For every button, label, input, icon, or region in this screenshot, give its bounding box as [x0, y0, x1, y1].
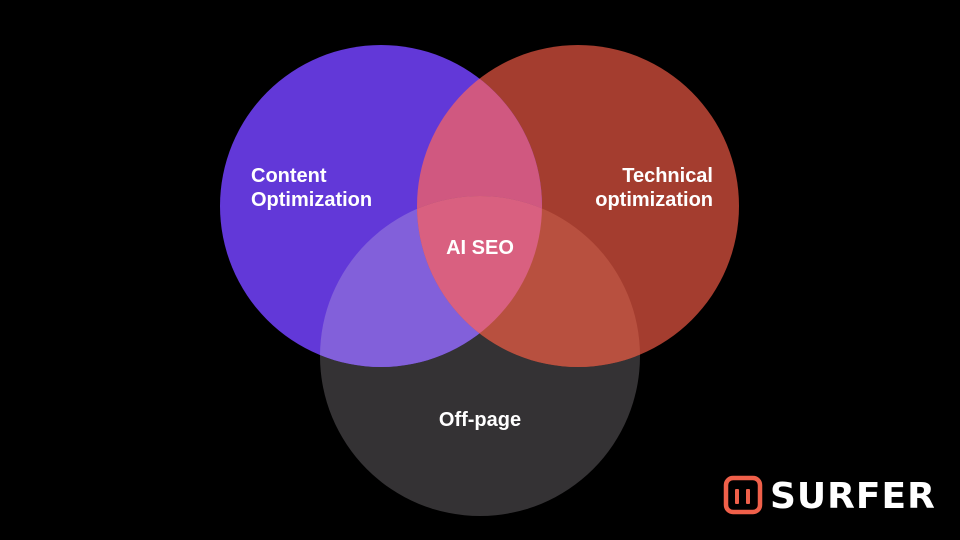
technical-label-line-1: Technical: [622, 165, 713, 187]
surfer-logo-text: SURFER: [770, 476, 936, 517]
content-label-line-2: Optimization: [251, 189, 372, 211]
content-label-line-1: Content: [251, 165, 327, 187]
offpage-label: Off-page: [439, 409, 521, 431]
center-label: AI SEO: [446, 237, 514, 259]
technical-label-line-2: optimization: [595, 189, 713, 211]
surfer-logo: SURFER: [723, 475, 936, 517]
surfer-logo-icon: [723, 475, 763, 515]
